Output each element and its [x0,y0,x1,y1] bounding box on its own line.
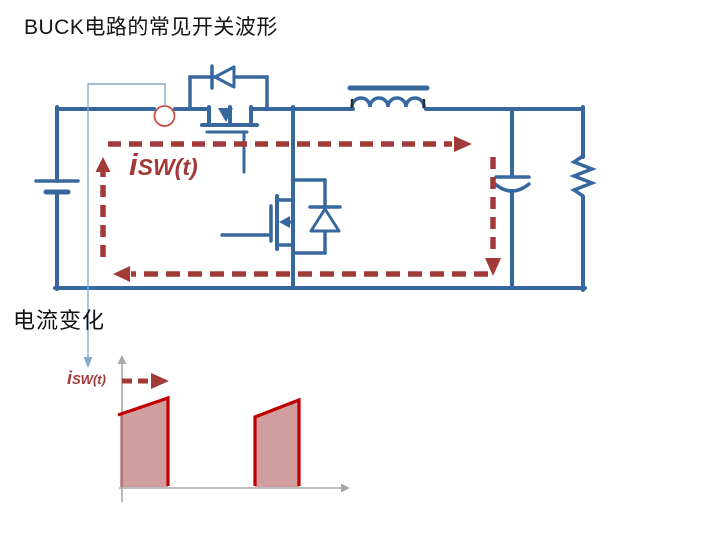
y-axis-arrowhead [117,355,127,364]
hs-diode-triangle [213,65,236,89]
wires [53,105,587,292]
loop-left-arrowhead [113,266,130,282]
inductor-symbol [347,85,430,109]
waveform-plot [117,355,350,502]
circuit-schematic [34,64,597,292]
capacitor-symbol [493,175,531,193]
current-loop-arrows [95,136,501,282]
battery-symbol [34,179,80,195]
probe-polyline [87,83,166,360]
current-pulse-2-fill [255,400,299,487]
resistor-symbol [569,154,597,198]
loop-up-arrowhead [95,157,111,172]
low-side-mosfet-symbol [220,194,295,251]
probe-guide-line [83,83,166,368]
high-side-diode-symbol [188,64,269,109]
current-probe-circle [153,105,176,127]
waveform-direction-arrowhead [151,373,169,389]
capacitor-curved-plate [493,182,531,193]
inductor-coils [350,96,426,109]
current-change-label: 电流变化 [13,308,106,333]
fw-diode-triangle [309,207,341,233]
hs-body-arrow [218,108,233,122]
page-title: BUCK电路的常见开关波形 [24,16,278,39]
high-side-mosfet-symbol [200,105,259,174]
waveform-current-label-i: i [67,368,73,388]
freewheeling-diode-symbol [293,178,342,255]
loop-down-arrowhead [485,258,501,276]
current-pulse-2-edge [253,397,301,486]
waveform-current-label-sub: SW(t) [72,372,106,387]
current-pulse-1-edge [117,395,170,486]
waveform-current-label: iSW(t) [67,369,106,387]
circuit-current-label-sub: SW(t) [137,154,198,180]
ls-body-arrow [279,216,290,228]
circuit-current-label-i: i [129,147,138,182]
probe-down-arrowhead [83,357,93,368]
current-pulse-1-fill [120,398,168,487]
x-axis-arrowhead [341,483,350,493]
circuit-current-label: iSW(t) [129,149,198,181]
loop-right-arrowhead [454,136,472,152]
